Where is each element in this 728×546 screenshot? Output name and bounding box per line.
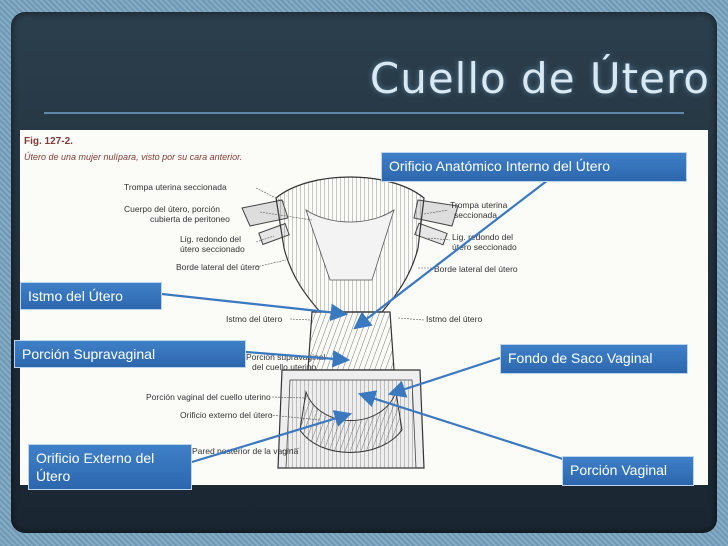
callout-orificio-anatomico-label: Orificio Anatómico Interno del Útero	[389, 158, 610, 174]
arrow-orificio-externo	[191, 410, 353, 464]
fig-label-porcion-vaginal: Porción vaginal del cuello uterino	[146, 392, 271, 402]
callout-istmo: Istmo del Útero	[20, 282, 162, 310]
title-divider	[44, 112, 684, 114]
slide-title: Cuello de Útero	[369, 54, 710, 103]
fig-label-supravaginal: Porción supravaginal	[246, 352, 326, 362]
fig-label-lig-right: Lig. redondo del	[452, 232, 513, 242]
callout-porcion-supravaginal-label: Porción Supravaginal	[22, 346, 156, 362]
uterus-drawing	[241, 176, 459, 469]
fig-label-trompa-right: Trompa uterina	[450, 200, 508, 210]
fig-label-borde-right: Borde lateral del útero	[434, 264, 518, 274]
callout-fondo-saco: Fondo de Saco Vaginal	[500, 344, 688, 374]
fig-label-lig-left: Lig. redondo del	[180, 234, 241, 244]
fig-label-istmo-right: Istmo del útero	[426, 314, 483, 324]
callout-porcion-vaginal: Porción Vaginal	[562, 456, 694, 486]
callout-orificio-externo-line1: Orificio Externo del	[36, 450, 155, 466]
arrow-orificio-anatomico	[353, 179, 549, 330]
fig-label-lig-right-2: útero seccionado	[452, 242, 517, 252]
arrow-fondo-saco	[387, 356, 501, 398]
callout-porcion-supravaginal: Porción Supravaginal	[14, 340, 246, 368]
fig-label-cuerpo-2: cubierta de peritoneo	[150, 214, 230, 224]
callout-orificio-externo: Orificio Externo del Útero	[28, 444, 192, 490]
callout-orificio-anatomico: Orificio Anatómico Interno del Útero	[381, 152, 687, 182]
fig-label-cuerpo: Cuerpo del útero, porción	[124, 204, 220, 214]
figure-subcaption: Útero de una mujer nulípara, visto por s…	[24, 152, 243, 162]
callout-orificio-externo-line2: Útero	[36, 468, 71, 484]
fig-label-trompa-right-2: seccionada	[454, 210, 498, 220]
arrow-istmo	[161, 292, 349, 322]
arrow-supravaginal	[245, 350, 351, 368]
callout-istmo-label: Istmo del Útero	[28, 288, 123, 304]
fig-label-pared-posterior: Pared posterior de la vagina	[192, 446, 299, 456]
fig-label-lig-left-2: útero seccionado	[180, 244, 245, 254]
fig-label-orificio-externo: Orificio externo del útero	[180, 410, 273, 420]
fig-label-istmo-left: Istmo del útero	[226, 314, 283, 324]
figure-caption: Fig. 127-2.	[24, 136, 73, 147]
fig-label-borde-left: Borde lateral del útero	[176, 262, 260, 272]
callout-fondo-saco-label: Fondo de Saco Vaginal	[508, 350, 653, 366]
fig-label-supravaginal-2: del cuello uterino	[252, 362, 317, 372]
arrow-porcion-vaginal	[357, 390, 567, 462]
fig-label-trompa-left: Trompa uterina seccionada	[124, 182, 227, 192]
callout-porcion-vaginal-label: Porción Vaginal	[570, 462, 668, 478]
